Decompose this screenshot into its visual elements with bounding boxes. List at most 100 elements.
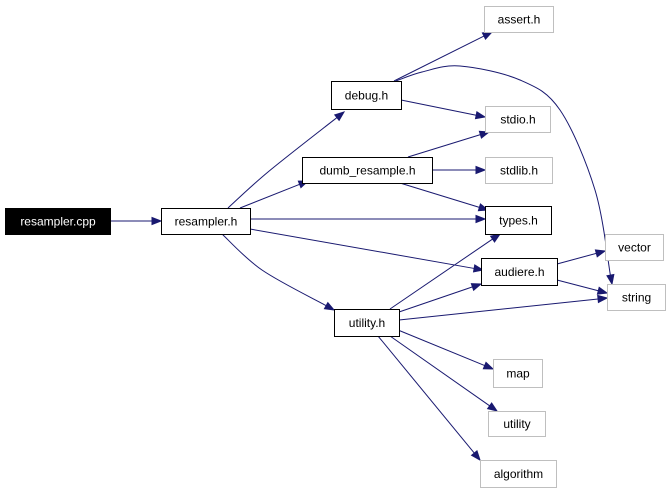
arrowhead (151, 216, 163, 226)
arrowhead (323, 301, 336, 311)
node-box (493, 359, 543, 388)
arrowhead (606, 273, 615, 286)
edges-layer (110, 31, 615, 462)
edge-utility_h-to-map (397, 329, 495, 370)
edge-resampler_h-to-types_h (250, 214, 487, 224)
arrowhead (481, 31, 494, 41)
edge-debug_h-to-stdio_h (400, 99, 487, 120)
node-resampler-cpp[interactable]: resampler.cpp (5, 208, 111, 235)
arrowhead (475, 165, 487, 175)
node-label: utility (503, 417, 530, 431)
edge-resampler_h-to-utility_h (221, 233, 336, 311)
edge-line (400, 99, 477, 116)
edge-line (389, 335, 490, 407)
edge-resampler_cpp-to-resampler_h (110, 216, 163, 226)
edge-line (556, 252, 597, 265)
edge-line (556, 279, 599, 292)
edge-line (407, 134, 481, 158)
edge-line (399, 182, 480, 208)
edge-utility_h-to-string (398, 294, 609, 321)
arrowhead (596, 286, 609, 295)
node-box (607, 284, 666, 311)
node-label: string (622, 291, 651, 305)
edge-resampler_h-to-audiere_h (249, 228, 485, 273)
edge-line (227, 117, 338, 209)
node-dumb-resample-h[interactable]: dumb_resample.h (302, 157, 433, 184)
edge-utility_h-to-algorithm (377, 335, 481, 462)
arrowhead (489, 233, 502, 243)
node-audiere-h[interactable]: audiere.h (481, 258, 558, 286)
node-box (161, 208, 251, 235)
edge-audiere_h-to-vector (556, 249, 607, 265)
node-box (605, 234, 664, 261)
edge-dumb_resample_h-to-stdlib_h (432, 165, 487, 175)
node-debug-h[interactable]: debug.h (331, 81, 402, 110)
node-types-h[interactable]: types.h (485, 206, 552, 235)
node-label: audiere.h (494, 265, 544, 279)
node-label: resampler.h (175, 215, 238, 229)
edge-line (221, 233, 327, 307)
node-box (481, 258, 558, 286)
edge-resampler_h-to-dumb_resample_h (239, 180, 310, 209)
edge-line (239, 183, 300, 209)
arrowhead (472, 264, 485, 273)
arrowhead (597, 294, 609, 304)
node-box (484, 6, 554, 33)
node-label: types.h (499, 214, 538, 228)
node-vector[interactable]: vector (605, 234, 664, 261)
nodes-layer: resampler.cpp resampler.h debug.h dumb_resa… (5, 6, 666, 488)
node-label: dumb_resample.h (319, 164, 415, 178)
node-box (331, 81, 402, 110)
node-box (488, 411, 546, 437)
edge-line (249, 228, 475, 269)
arrowhead (470, 283, 483, 292)
node-box (485, 206, 552, 235)
node-label: stdlib.h (500, 164, 538, 178)
arrowhead (482, 361, 495, 370)
edge-line (389, 238, 493, 310)
node-box (485, 157, 553, 184)
node-box (485, 106, 551, 133)
node-map[interactable]: map (493, 359, 543, 388)
edge-dumb_resample_h-to-stdio_h (407, 130, 491, 158)
edge-resampler_h-to-debug_h (227, 111, 346, 209)
node-string[interactable]: string (607, 284, 666, 311)
node-box (5, 208, 111, 235)
edge-line (397, 329, 485, 367)
edge-line (393, 35, 485, 82)
node-box (334, 309, 400, 337)
node-label: map (506, 367, 530, 381)
node-box (302, 157, 433, 184)
node-label: stdio.h (500, 113, 535, 127)
arrowhead (486, 402, 499, 412)
node-label: vector (618, 241, 651, 255)
node-assert-h[interactable]: assert.h (484, 6, 554, 33)
edge-line (395, 65, 611, 276)
arrowhead (475, 214, 487, 224)
arrowhead (594, 249, 607, 258)
edge-line (398, 298, 599, 321)
node-box (480, 460, 557, 488)
edge-debug_h-to-string (395, 65, 615, 286)
arrowhead (333, 111, 346, 122)
edge-utility_h-to-audiere_h (398, 283, 483, 313)
node-stdlib-h[interactable]: stdlib.h (485, 157, 553, 184)
node-label: resampler.cpp (20, 215, 96, 229)
edge-audiere_h-to-string (556, 279, 609, 295)
node-label: debug.h (345, 89, 388, 103)
edge-utility_h-to-types_h (389, 233, 502, 310)
edge-dumb_resample_h-to-types_h (399, 182, 490, 212)
node-utility[interactable]: utility (488, 411, 546, 437)
node-resampler-h[interactable]: resampler.h (161, 208, 251, 235)
node-label: utility.h (349, 316, 385, 330)
edge-debug_h-to-assert_h (393, 31, 494, 82)
node-label: algorithm (494, 467, 543, 481)
node-utility-h[interactable]: utility.h (334, 309, 400, 337)
node-algorithm[interactable]: algorithm (480, 460, 557, 488)
arrowhead (474, 110, 487, 120)
edge-line (398, 286, 473, 313)
node-stdio-h[interactable]: stdio.h (485, 106, 551, 133)
arrowhead (470, 449, 481, 462)
node-label: assert.h (498, 13, 541, 27)
